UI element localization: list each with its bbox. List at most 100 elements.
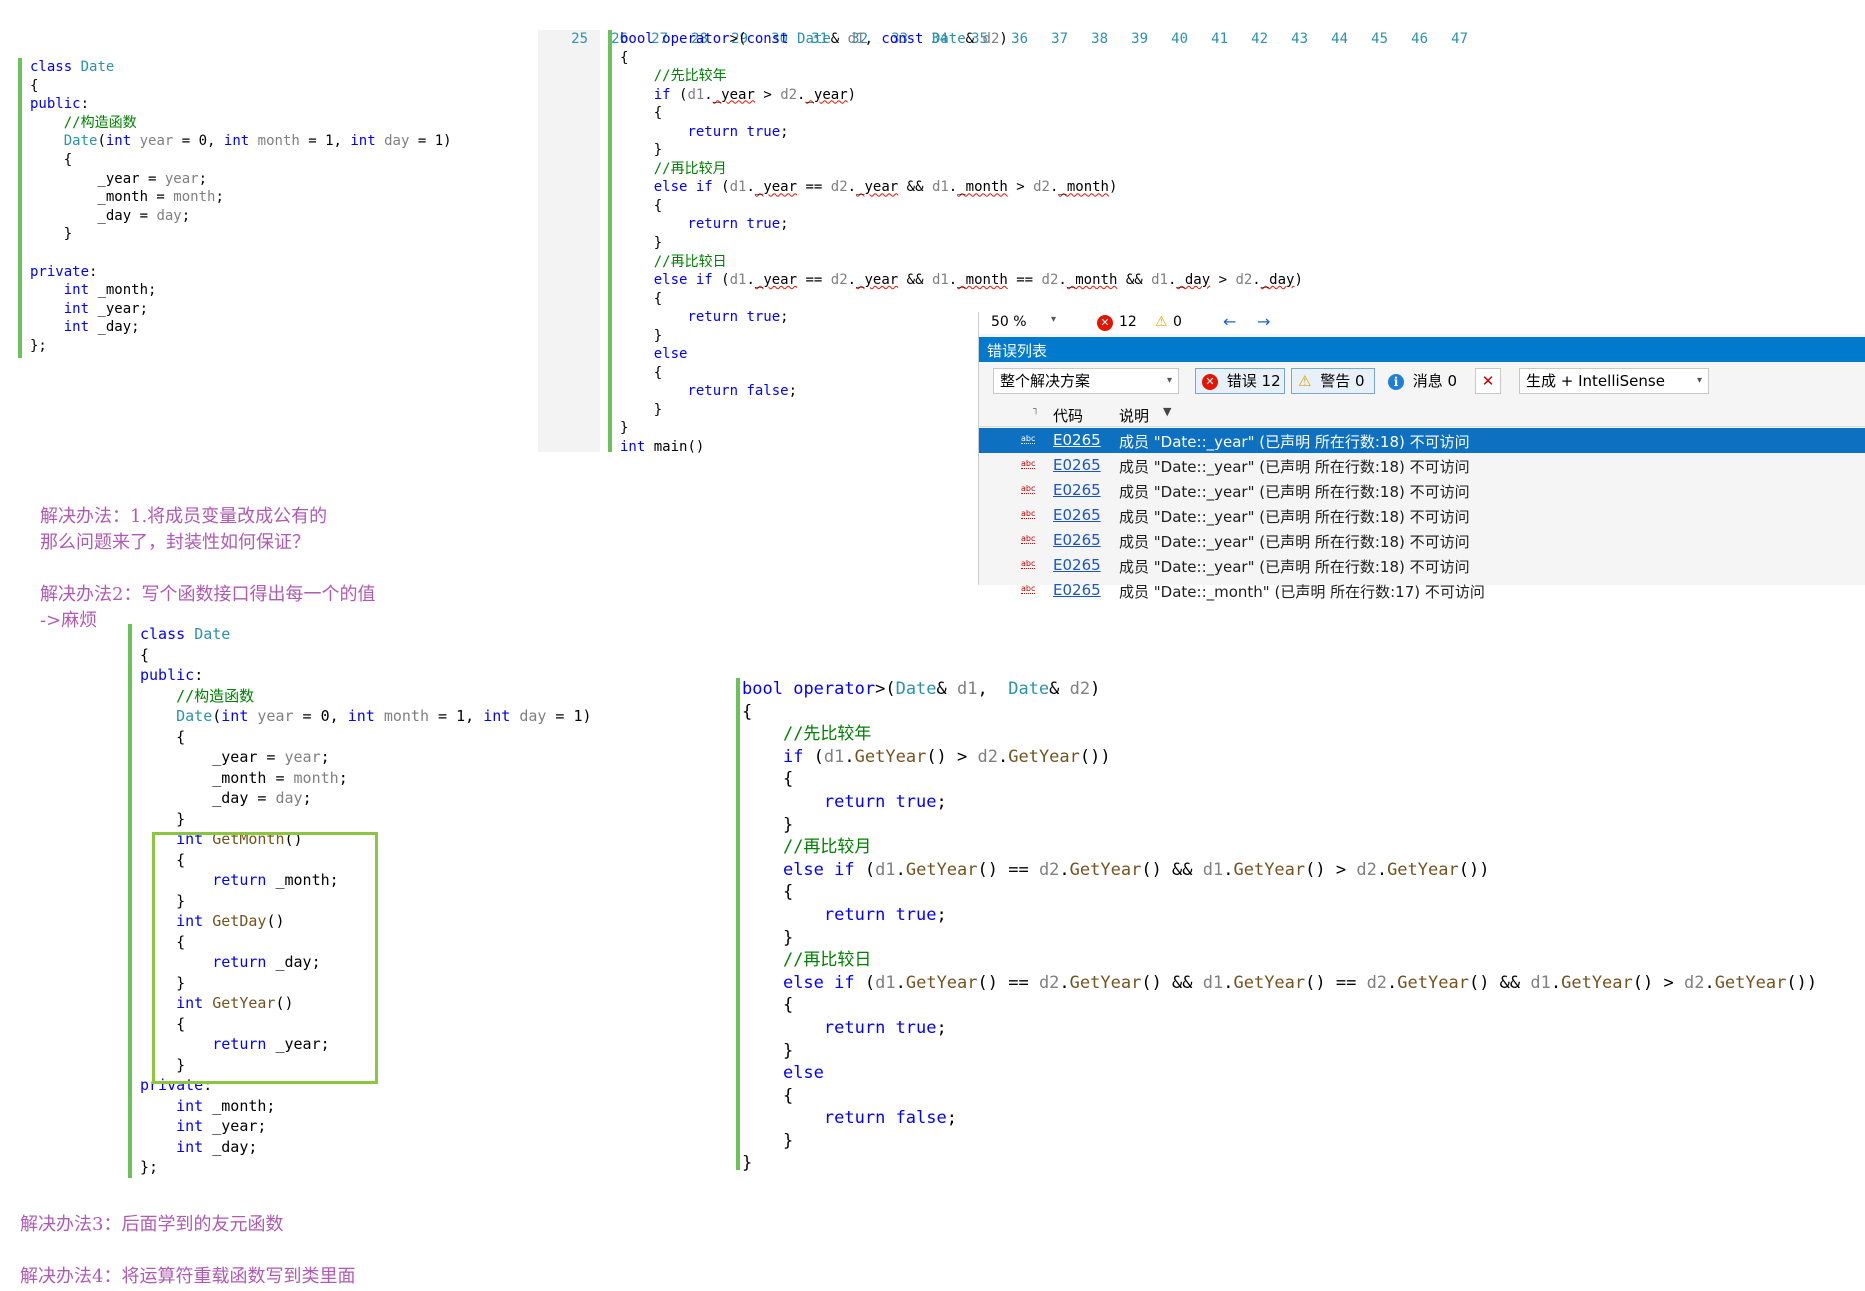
code-line: int _day; (63, 319, 140, 336)
error-description: 成员 "Date::_month" (已声明 所在行数:17) 不可访问 (1119, 583, 1485, 601)
code-line: { (620, 197, 663, 214)
code-panel-class-date-getters[interactable]: class Date{public: //构造函数 Date(int year … (128, 624, 672, 1178)
error-list-title: 错误列表 (987, 342, 1048, 360)
code-line: { (140, 645, 150, 664)
note-trouble: ->麻烦 (40, 610, 98, 631)
code-line: public: (30, 96, 90, 113)
clear-filter-button[interactable]: ✕ (1475, 368, 1501, 394)
line-number: 38 (1091, 31, 1108, 47)
warnings-filter-button[interactable]: ⚠ 警告 0 (1291, 368, 1375, 394)
build-filter-dropdown[interactable]: 生成 + IntelliSense ▾ (1519, 368, 1709, 394)
column-filter-icon[interactable]: ▼ (1163, 405, 1172, 418)
column-header-desc[interactable]: 说明 (1119, 407, 1150, 425)
code-line: } (140, 973, 186, 992)
code-line: return _year; (212, 1035, 330, 1053)
code-line: _month = month; (30, 189, 224, 206)
code-line: return true; (823, 791, 947, 812)
error-description: 成员 "Date::_year" (已声明 所在行数:18) 不可访问 (1119, 558, 1470, 576)
code-line: } (620, 142, 663, 159)
spelling-error-icon: abc (1021, 584, 1036, 594)
code-line: //先比较年 (653, 68, 727, 85)
code-line: return _month; (212, 871, 339, 889)
code-line: return true; (687, 309, 789, 326)
code-lines: class Date{public: //构造函数 Date(int year … (140, 624, 592, 1178)
error-count-icon: ✕ (1097, 315, 1113, 331)
code-line: { (140, 1014, 186, 1033)
line-number: 32 (851, 31, 868, 47)
line-number: 45 (1371, 31, 1388, 47)
code-line: private: (140, 1076, 213, 1094)
change-bar (608, 30, 612, 452)
spelling-error-icon: abc (1021, 434, 1036, 444)
code-line: _year = year; (30, 170, 208, 187)
error-code-link[interactable]: E0265 (1053, 506, 1101, 524)
filter-clear-icon: ✕ (1481, 372, 1495, 390)
error-code-link[interactable]: E0265 (1053, 581, 1101, 599)
code-line: { (742, 701, 753, 722)
error-code-link[interactable]: E0265 (1053, 431, 1101, 449)
code-line: int GetYear() (176, 994, 294, 1012)
line-number: 28 (691, 31, 708, 47)
code-line: //再比较日 (782, 950, 872, 971)
spelling-error-icon: abc (1021, 459, 1036, 469)
error-code-link[interactable]: E0265 (1053, 531, 1101, 549)
code-panel-operator-getters[interactable]: bool operator>(Date& d1, Date& d2){ //先比… (736, 678, 1826, 1173)
code-line: { (742, 769, 794, 790)
error-list-title-bar[interactable]: 错误列表 (979, 337, 1865, 362)
code-line: } (140, 891, 186, 910)
code-line: //构造函数 (63, 114, 137, 131)
status-warning-count[interactable]: 0 (1173, 314, 1182, 330)
error-row[interactable]: abc E0265 成员 "Date::_month" (已声明 所在行数:17) … (979, 578, 1865, 603)
error-code-link[interactable]: E0265 (1053, 481, 1101, 499)
code-line: int _month; (176, 1096, 276, 1115)
line-number-gutter (538, 30, 600, 452)
code-line: return true; (687, 216, 789, 233)
error-code-link[interactable]: E0265 (1053, 456, 1101, 474)
code-line: class Date (30, 59, 115, 75)
sort-icon: ┐ (1033, 404, 1040, 415)
code-line: return _day; (212, 953, 321, 971)
code-line: int _day; (176, 1137, 258, 1156)
column-header-code[interactable]: 代码 (1053, 407, 1084, 425)
code-line: private: (30, 263, 98, 280)
code-line: _year = year; (140, 748, 330, 766)
code-line: else if (d1.GetYear() == d2.GetYear() &&… (782, 859, 1490, 880)
status-error-count[interactable]: 12 (1119, 314, 1137, 330)
messages-filter-button[interactable]: i 消息 0 (1381, 368, 1467, 394)
nav-forward-icon[interactable]: → (1257, 312, 1271, 331)
code-line: return true; (823, 904, 947, 925)
code-line: else (782, 1063, 824, 1084)
code-line: { (30, 77, 39, 94)
error-description: 成员 "Date::_year" (已声明 所在行数:18) 不可访问 (1119, 508, 1470, 526)
code-line: { (140, 850, 186, 869)
code-line: //再比较月 (782, 837, 872, 858)
error-row[interactable]: abc E0265 成员 "Date::_year" (已声明 所在行数:18) 不… (979, 428, 1865, 453)
error-description: 成员 "Date::_year" (已声明 所在行数:18) 不可访问 (1119, 433, 1470, 451)
code-line: if (d1.GetYear() > d2.GetYear()) (782, 746, 1111, 767)
note-solution-4: 解决办法4：将运算符重载函数写到类里面 (20, 1266, 356, 1287)
code-line: return true; (823, 1017, 947, 1038)
code-line: //再比较月 (653, 160, 727, 177)
line-number: 29 (731, 31, 748, 47)
change-bar (736, 678, 740, 1170)
code-line: bool operator>(const Date& d1, const Dat… (620, 31, 1008, 47)
code-panel-class-date[interactable]: class Date{public: //构造函数 Date(int year … (18, 58, 508, 358)
nav-back-icon[interactable]: ← (1223, 312, 1237, 331)
scope-dropdown[interactable]: 整个解决方案 ▾ (993, 368, 1179, 394)
code-line: { (620, 290, 663, 307)
zoom-dropdown-icon[interactable]: ▾ (1051, 314, 1057, 325)
zoom-level[interactable]: 50 % (991, 314, 1027, 330)
error-list-window[interactable]: 50 % ▾ ✕ 12 ⚠ 0 ← → 错误列表 整个解决方案 ▾ ✕ 错误 1… (978, 312, 1865, 601)
code-line: { (620, 49, 629, 66)
errors-filter-button[interactable]: ✕ 错误 12 (1195, 368, 1285, 394)
code-line: } (140, 1055, 186, 1074)
code-line: } (620, 327, 663, 344)
error-code-link[interactable]: E0265 (1053, 556, 1101, 574)
code-line: { (742, 882, 794, 903)
code-line: int main() (620, 439, 705, 456)
